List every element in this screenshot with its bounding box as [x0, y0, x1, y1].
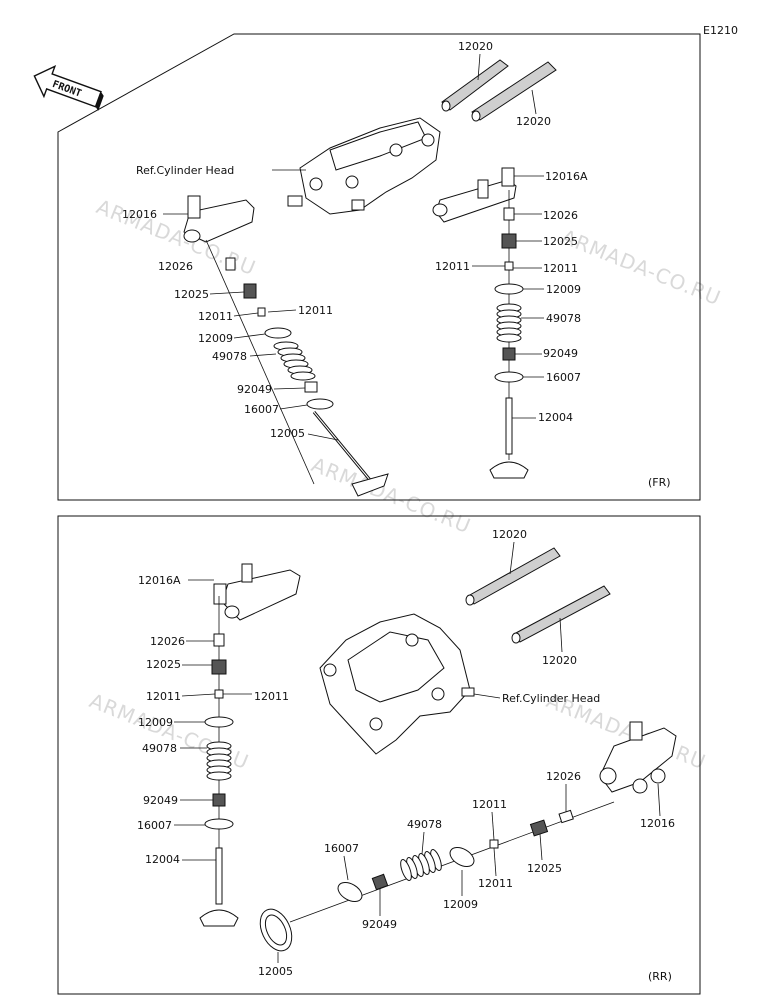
label-valve-cotter: 12011: [254, 690, 289, 703]
label-adjusting-screw: 12026: [158, 260, 193, 273]
rocker-arm: [432, 167, 517, 223]
rocker-shaft: [441, 59, 557, 122]
locknut: [529, 819, 549, 837]
oil-seal: [212, 793, 226, 807]
label-locknut: 12025: [543, 235, 578, 248]
label-valve-cotter: 12011: [298, 304, 333, 317]
valve: [259, 908, 293, 952]
panel-rr-tag: (RR): [648, 970, 672, 983]
spring-retainer: [204, 716, 234, 728]
label-adjusting-screw: 12026: [543, 209, 578, 222]
cylinder-head: [287, 117, 441, 215]
adjusting-screw: [503, 207, 515, 221]
label-shaft: 12020: [458, 40, 493, 53]
valve: [312, 411, 389, 497]
valve-spring: [496, 303, 522, 343]
label-adjusting-screw: 12026: [150, 635, 185, 648]
rocker-shaft: [465, 547, 611, 644]
label-spring-seat: 16007: [324, 842, 359, 855]
label-spring-seat: 16007: [546, 371, 581, 384]
label-oil-seal: 92049: [362, 918, 397, 931]
label-valve: 12004: [538, 411, 573, 424]
panel-rr-frame: [57, 515, 701, 995]
label-shaft: 12020: [542, 654, 577, 667]
spring-seat: [204, 818, 234, 830]
spring-retainer: [264, 327, 292, 339]
label-spring-seat: 16007: [137, 819, 172, 832]
front-arrow-icon: FRONT: [33, 65, 104, 111]
label-valve: 12004: [145, 853, 180, 866]
oil-seal: [371, 873, 389, 891]
label-valve-cotter: 12011: [198, 310, 233, 323]
oil-seal: [304, 381, 318, 393]
watermark: ARMADA-CO.RU: [308, 452, 474, 538]
spring-retainer: [449, 847, 475, 867]
spring-seat: [306, 398, 334, 410]
locknut: [501, 233, 517, 249]
label-ref-cylinder-head: Ref.Cylinder Head: [136, 164, 234, 177]
label-spring-seat: 16007: [244, 403, 279, 416]
adjusting-screw: [213, 633, 225, 647]
label-adjusting-screw: 12026: [546, 770, 581, 783]
diagram-code: E1210: [703, 24, 738, 37]
rocker-arm: [599, 721, 677, 794]
label-shaft: 12020: [516, 115, 551, 128]
rocker-arm: [213, 563, 301, 621]
label-oil-seal: 92049: [543, 347, 578, 360]
valve-spring: [206, 741, 232, 781]
valve-spring: [400, 849, 442, 881]
label-valve: 12005: [270, 427, 305, 440]
label-locknut: 12025: [146, 658, 181, 671]
label-valve-cotter: 12011: [435, 260, 470, 273]
panel-rr: (RR) 12020 12020 Ref.Cylinder Head: [57, 515, 701, 995]
label-rocker-arm: 12016A: [545, 170, 588, 183]
label-spring-retainer: 12009: [198, 332, 233, 345]
label-spring-retainer: 12009: [138, 716, 173, 729]
adjusting-screw: [558, 809, 574, 824]
rocker-arm: [183, 195, 255, 243]
label-valve: 12005: [258, 965, 293, 978]
valve: [489, 397, 529, 479]
valve-cotter: [257, 307, 266, 317]
panel-fr-tag: (FR): [648, 476, 671, 489]
spring-retainer: [494, 283, 524, 295]
label-spring-retainer: 12009: [443, 898, 478, 911]
label-oil-seal: 92049: [143, 794, 178, 807]
label-valve-spring: 49078: [407, 818, 442, 831]
label-rocker-arm: 12016: [122, 208, 157, 221]
label-valve-spring: 49078: [142, 742, 177, 755]
valve-cotter: [489, 839, 499, 849]
valve-cotter: [504, 261, 514, 271]
panel-fr: (FR) 12020 12020 Ref.Cylinder Head: [57, 33, 701, 501]
label-locknut: 12025: [527, 862, 562, 875]
label-spring-retainer: 12009: [546, 283, 581, 296]
label-valve-cotter: 12011: [478, 877, 513, 890]
label-shaft: 12020: [492, 528, 527, 541]
label-valve-spring: 49078: [212, 350, 247, 363]
valve: [199, 847, 239, 927]
label-valve-cotter: 12011: [472, 798, 507, 811]
adjusting-screw: [225, 257, 236, 271]
label-valve-spring: 49078: [546, 312, 581, 325]
cylinder-head: [319, 613, 475, 755]
label-valve-cotter: 12011: [146, 690, 181, 703]
locknut: [243, 283, 257, 299]
spring-seat: [337, 882, 363, 902]
locknut: [211, 659, 227, 675]
label-oil-seal: 92049: [237, 383, 272, 396]
label-rocker-arm: 12016A: [138, 574, 181, 587]
valve-cotter: [214, 689, 224, 699]
label-locknut: 12025: [174, 288, 209, 301]
panel-fr-frame: [57, 33, 701, 501]
label-valve-cotter: 12011: [543, 262, 578, 275]
label-rocker-arm: 12016: [640, 817, 675, 830]
spring-seat: [494, 371, 524, 383]
label-ref-cylinder-head: Ref.Cylinder Head: [502, 692, 600, 705]
valve-spring: [273, 341, 316, 381]
oil-seal: [502, 347, 516, 361]
